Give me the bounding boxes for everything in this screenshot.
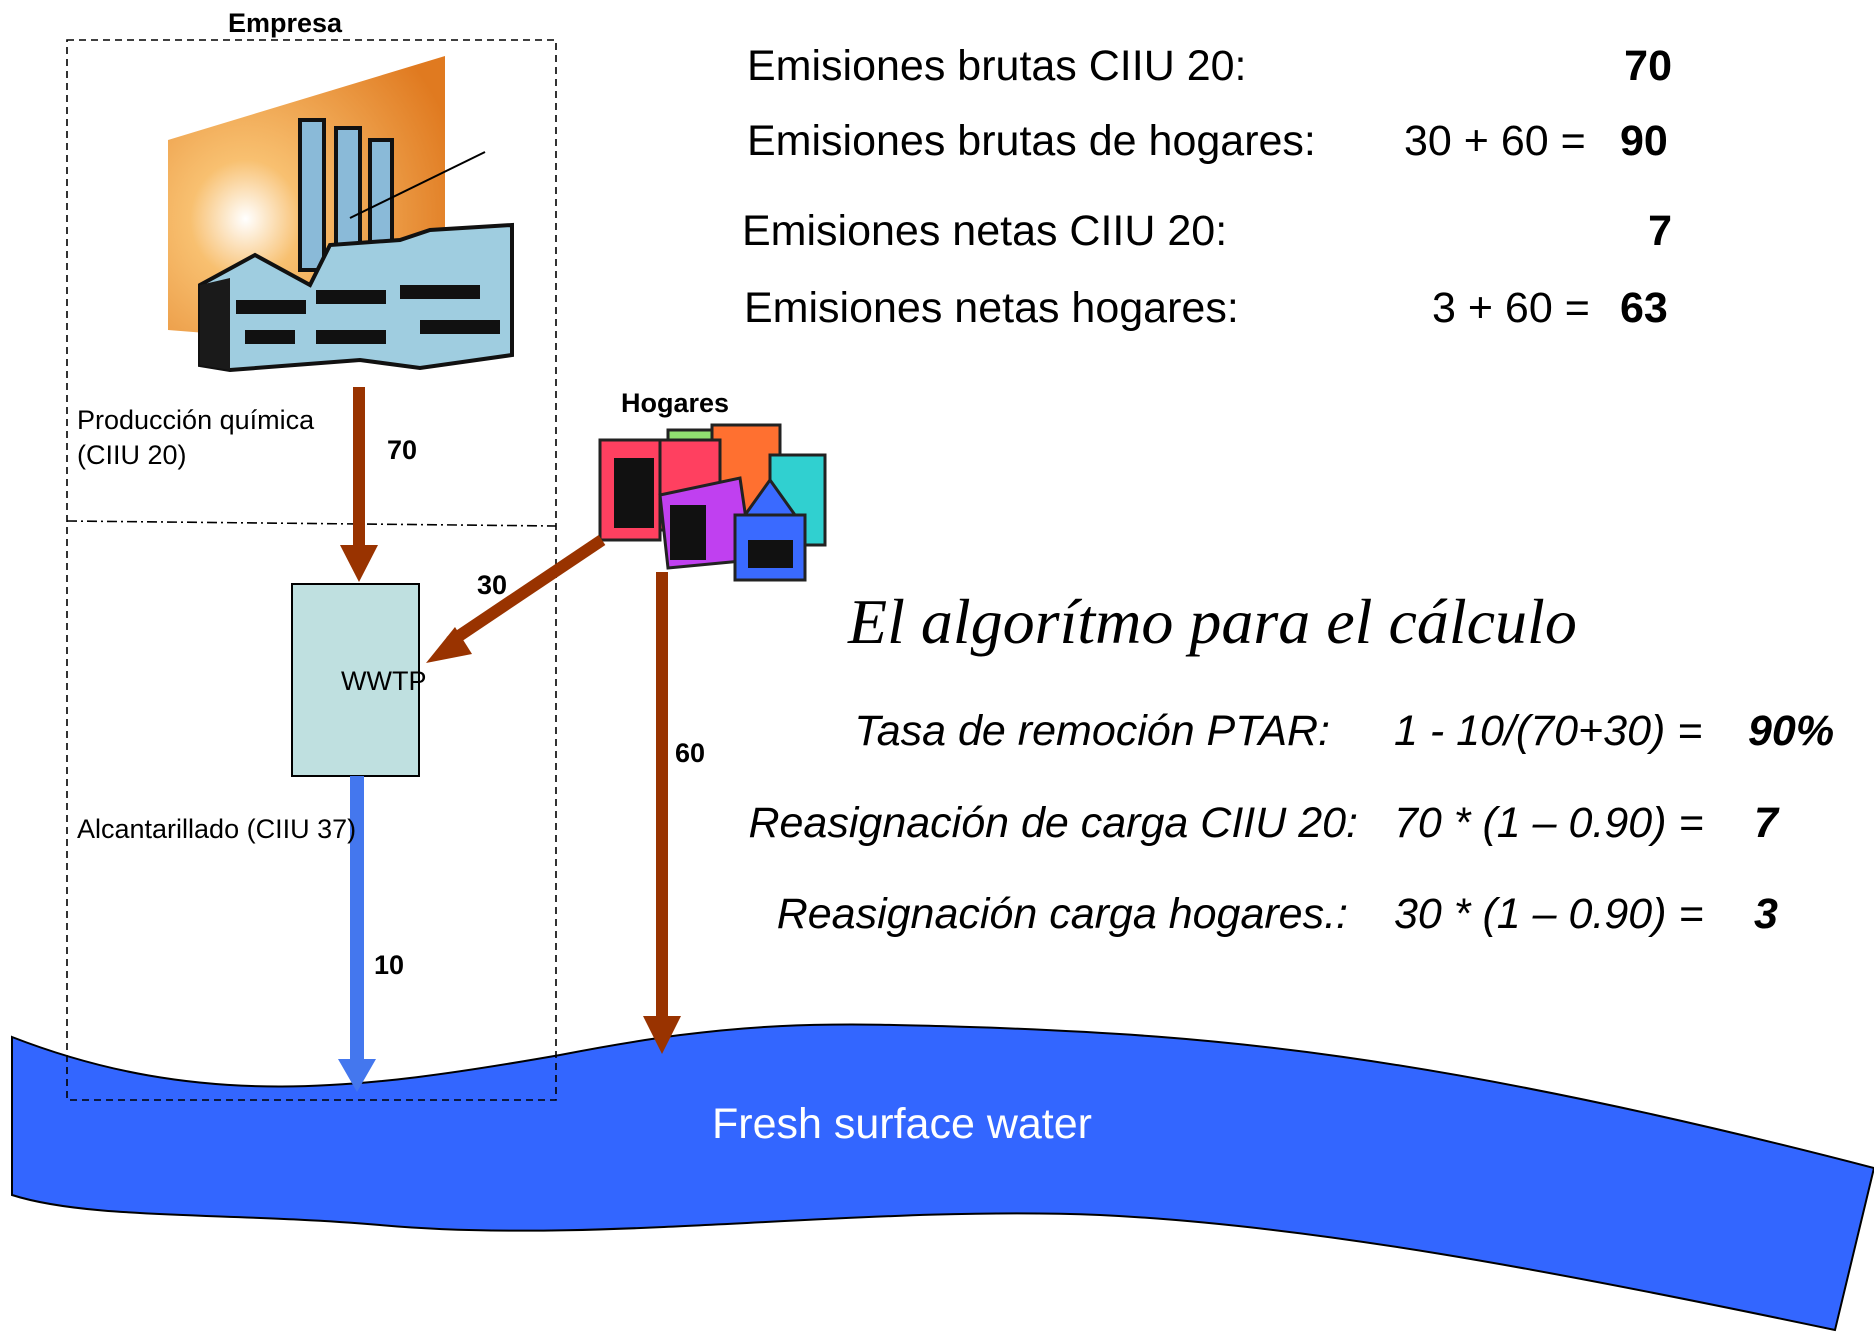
flow-value-60: 60 — [675, 738, 706, 768]
water-body — [11, 1023, 1874, 1332]
algorithm-expr: 1 - 10/(70+30) = — [1394, 707, 1703, 755]
emission-label: Emisiones brutas CIIU 20: — [747, 42, 1247, 90]
algorithm-value: 90% — [1748, 707, 1835, 755]
company-boundary — [66, 39, 557, 1101]
production-label-line1: Producción química — [77, 405, 315, 435]
wwtp-label: WWTP — [341, 666, 427, 696]
algorithm-label: Reasignación carga hogares.: — [776, 890, 1348, 938]
algorithm-value: 3 — [1754, 890, 1778, 938]
company-title: Empresa — [228, 8, 343, 38]
households-title: Hogares — [621, 388, 730, 418]
algorithm-value: 7 — [1754, 799, 1778, 847]
emission-value: 70 — [1624, 42, 1672, 90]
flow-households-to-wwtp — [426, 535, 606, 663]
emission-label: Emisiones netas hogares: — [744, 284, 1239, 332]
flow-households-to-water — [643, 572, 681, 1054]
algorithm-expr: 70 * (1 – 0.90) = — [1394, 799, 1704, 847]
algorithm-title: El algorítmo para el cálculo — [848, 586, 1577, 657]
buildings-icon — [598, 423, 827, 582]
emission-label: Emisiones brutas de hogares: — [747, 117, 1316, 165]
flow-value-30: 30 — [477, 570, 508, 600]
flow-wwtp-to-water — [338, 776, 376, 1092]
emission-value: 7 — [1648, 207, 1672, 255]
production-label-line2: (CIIU 20) — [77, 440, 187, 470]
emission-label: Emisiones netas CIIU 20: — [742, 207, 1228, 255]
emission-value: 90 — [1620, 117, 1668, 165]
water-label: Fresh surface water — [712, 1100, 1092, 1148]
flow-industry-to-wwtp — [340, 387, 378, 582]
algorithm-label: Reasignación de carga CIIU 20: — [748, 799, 1358, 847]
sewer-label: Alcantarillado (CIIU 37) — [77, 814, 357, 844]
emission-expr: 3 + 60 = — [1432, 284, 1590, 332]
emission-value: 63 — [1620, 284, 1668, 332]
algorithm-label: Tasa de remoción PTAR: — [854, 707, 1330, 755]
wwtp-box — [291, 583, 420, 777]
emission-expr: 30 + 60 = — [1404, 117, 1586, 165]
flow-value-70: 70 — [387, 435, 418, 465]
flow-value-10: 10 — [374, 950, 405, 980]
factory-icon — [168, 56, 514, 373]
algorithm-expr: 30 * (1 – 0.90) = — [1394, 890, 1704, 938]
company-divider — [66, 520, 557, 527]
